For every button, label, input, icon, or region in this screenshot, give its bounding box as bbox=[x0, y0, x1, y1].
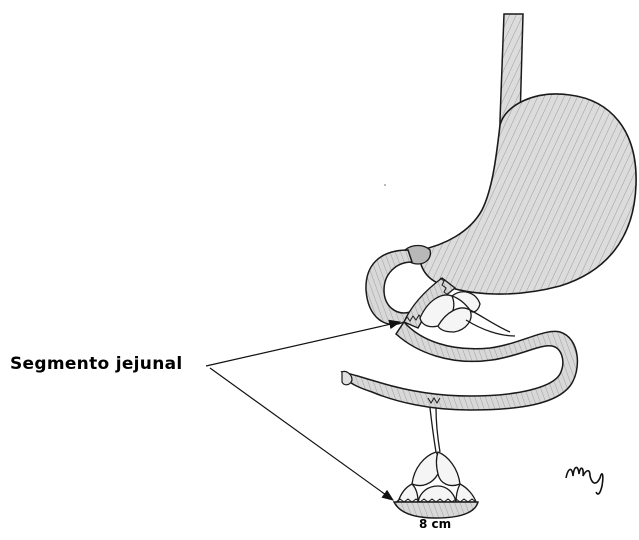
isolated-jejunal-segment bbox=[394, 502, 478, 518]
stomach bbox=[420, 94, 636, 294]
jejunal-limb bbox=[342, 322, 577, 410]
stray-mark bbox=[384, 184, 386, 186]
arrow-to-jejunal-segment bbox=[206, 322, 400, 366]
segment-label: Segmento jejunal bbox=[10, 354, 183, 374]
duodenal-loop bbox=[366, 250, 412, 324]
artist-signature bbox=[566, 467, 603, 494]
lower-vascular-arcade bbox=[398, 452, 476, 502]
vascular-pedicle bbox=[430, 408, 440, 452]
size-label: 8 cm bbox=[419, 517, 451, 531]
